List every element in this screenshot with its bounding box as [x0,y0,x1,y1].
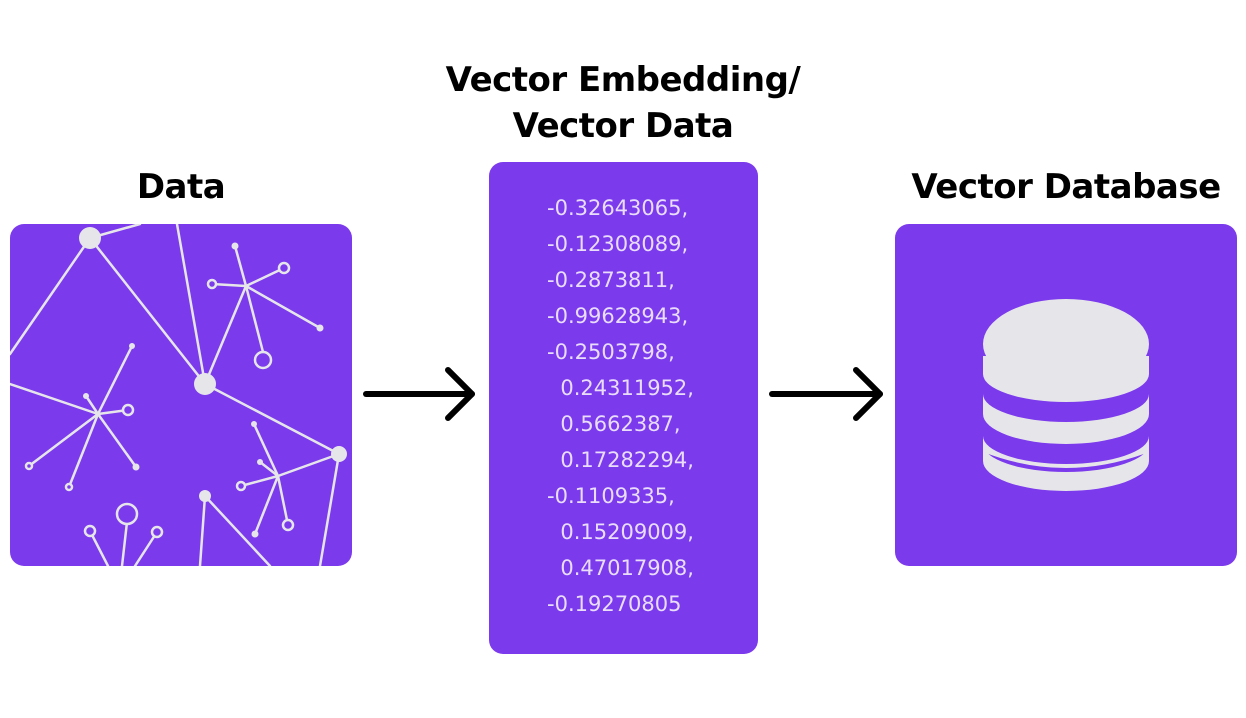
vector-title-line-2: Vector Data [512,106,734,146]
vector-value: -0.32643065, [547,196,689,220]
vector-value: -0.1109335, [547,484,675,508]
vector-database-title: Vector Database [911,167,1221,207]
right-arrow-icon [769,367,883,421]
network-graph-icon [10,224,347,566]
vector-embedding-title: Vector Embedding/ Vector Data [430,57,816,149]
vector-value: 0.47017908, [547,556,694,580]
vector-data-panel: -0.32643065, -0.12308089, -0.2873811, -0… [489,162,758,654]
vector-value: -0.12308089, [547,232,689,256]
database-panel [895,224,1237,566]
vector-value-list: -0.32643065, -0.12308089, -0.2873811, -0… [547,190,694,622]
vector-value: 0.24311952, [547,376,694,400]
vector-value: 0.5662387, [547,412,681,436]
database-icon [983,299,1149,491]
data-panel [10,224,352,566]
vector-title-line-1: Vector Embedding/ [445,60,801,100]
vector-value: -0.99628943, [547,304,689,328]
vector-value: -0.2503798, [547,340,675,364]
right-arrow-icon [363,367,475,421]
vector-value: -0.19270805 [547,592,682,616]
vector-value: -0.2873811, [547,268,675,292]
vector-value: 0.15209009, [547,520,694,544]
vector-value: 0.17282294, [547,448,694,472]
data-title: Data [136,167,226,207]
